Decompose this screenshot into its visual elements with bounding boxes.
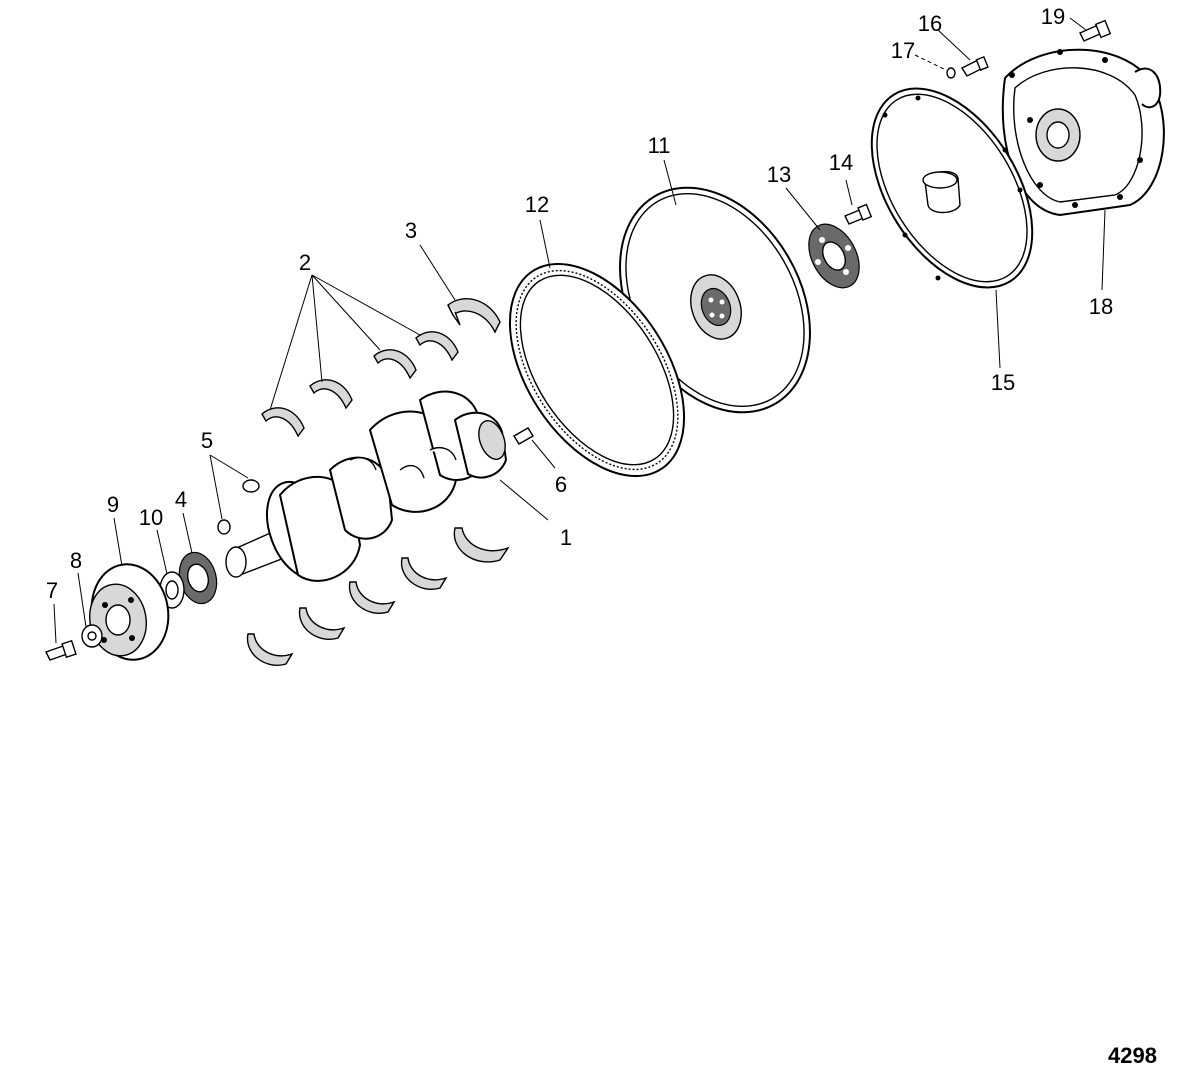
part-16-bolt (960, 55, 989, 77)
lower-bearing-shells (246, 527, 510, 666)
part-1-crankshaft (225, 390, 508, 582)
callout-6: 6 (555, 472, 567, 497)
part-6-pin (513, 427, 534, 445)
leader-lines (53, 17, 1106, 644)
figure-number: 4298 (1108, 1043, 1157, 1068)
callout-19: 19 (1041, 4, 1065, 29)
callout-5: 5 (201, 428, 213, 453)
callout-11: 11 (648, 133, 671, 158)
part-14-bolt (844, 203, 873, 225)
part-9-damper (89, 563, 170, 661)
callout-2: 2 (299, 250, 311, 275)
callout-17: 17 (891, 38, 915, 63)
callout-10: 10 (139, 505, 163, 530)
callout-8: 8 (70, 548, 82, 573)
callout-18: 18 (1089, 294, 1113, 319)
callout-12: 12 (525, 192, 549, 217)
callout-15: 15 (991, 370, 1015, 395)
part-17-washer (946, 67, 956, 79)
part-15-flexplate (870, 87, 1034, 289)
callout-9: 9 (107, 492, 119, 517)
callout-14: 14 (829, 150, 853, 175)
callout-1: 1 (560, 525, 572, 550)
part-12-ring-gear (508, 262, 686, 478)
callout-labels: 1 2 3 4 5 6 7 8 9 10 11 12 13 14 15 16 1… (46, 4, 1113, 603)
callout-16: 16 (918, 11, 942, 36)
part-19-bolt (1079, 19, 1112, 42)
callout-13: 13 (767, 162, 791, 187)
part-5-keys (217, 479, 260, 535)
callout-7: 7 (46, 578, 58, 603)
upper-bearing-shells (261, 298, 501, 438)
part-18-housing (1001, 48, 1165, 217)
callout-4: 4 (175, 487, 187, 512)
callout-3: 3 (405, 218, 417, 243)
part-8-washer (81, 624, 103, 648)
part-13-plate (808, 223, 860, 289)
part-7-bolt (45, 639, 77, 661)
